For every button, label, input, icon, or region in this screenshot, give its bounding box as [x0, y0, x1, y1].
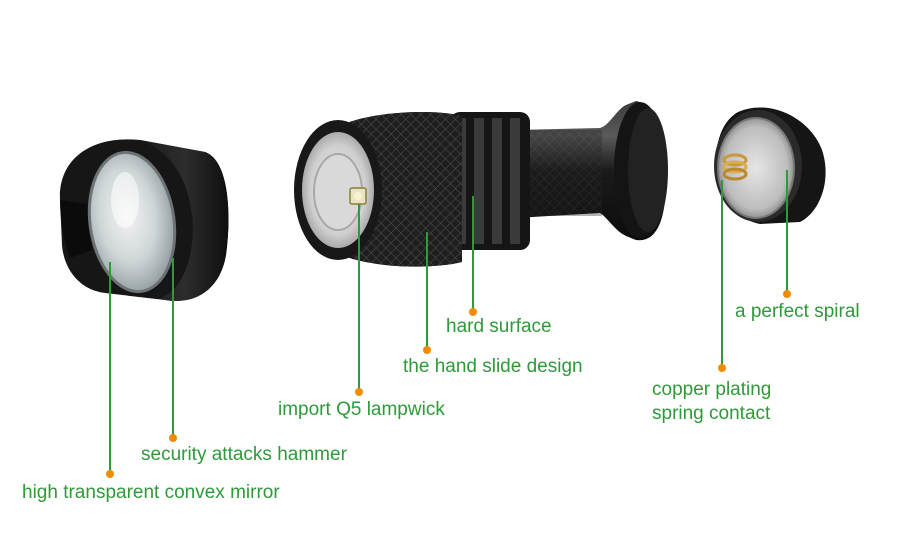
flashlight-body — [515, 101, 668, 241]
leader-convex-mirror — [109, 262, 111, 473]
flashlight-head — [294, 112, 462, 267]
callout-perfect-spiral: a perfect spiral — [735, 301, 860, 322]
dot-hard-surface — [469, 308, 477, 316]
callout-q5-lampwick: import Q5 lampwick — [278, 399, 445, 420]
leader-copper-spring — [721, 180, 723, 366]
callout-hand-slide: the hand slide design — [403, 356, 583, 377]
leader-hard-surface — [472, 196, 474, 312]
copper-spring-icon — [722, 153, 748, 181]
leader-q5-lampwick — [358, 204, 360, 390]
leader-attacks-hammer — [172, 258, 174, 436]
dot-copper-spring — [718, 364, 726, 372]
leader-perfect-spiral — [786, 170, 788, 292]
callout-copper-spring: copper plating spring contact — [652, 379, 772, 424]
callout-attacks-hammer: security attacks hammer — [141, 444, 347, 465]
leader-hand-slide — [426, 232, 428, 350]
callout-convex-mirror: high transparent convex mirror — [22, 482, 280, 503]
dot-convex-mirror — [106, 470, 114, 478]
dot-attacks-hammer — [169, 434, 177, 442]
dot-q5-lampwick — [355, 388, 363, 396]
tail-cap-contact-plate — [718, 118, 794, 218]
dot-hand-slide — [423, 346, 431, 354]
dot-perfect-spiral — [783, 290, 791, 298]
tail-cap — [714, 107, 826, 224]
callout-hard-surface: hard surface — [446, 316, 552, 337]
lens-bezel — [59, 139, 229, 301]
